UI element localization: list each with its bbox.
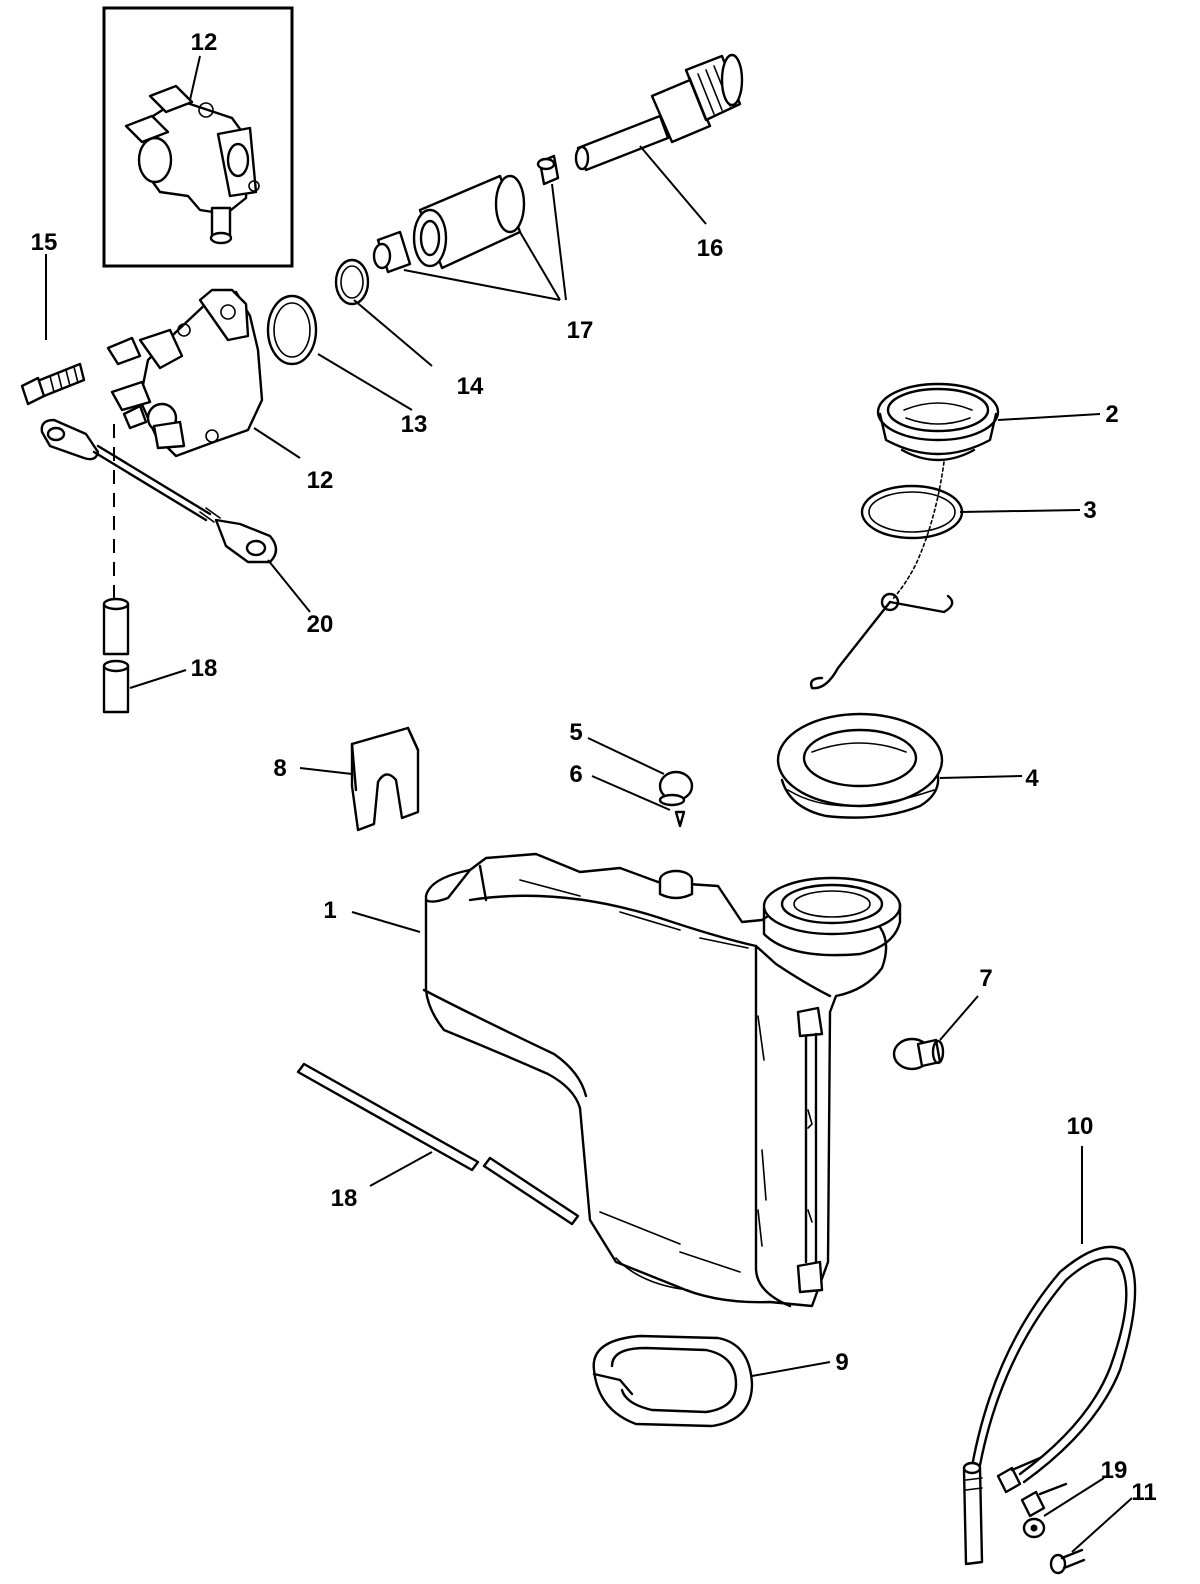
callout-1: 1 <box>323 897 336 924</box>
callout-13: 13 <box>401 411 428 438</box>
callout-18-top: 18 <box>191 655 218 682</box>
link-rod-part <box>40 418 278 564</box>
cap-gasket-part <box>860 484 964 540</box>
vent-cap-part <box>658 770 694 807</box>
callout-12: 12 <box>307 467 334 494</box>
callout-20: 20 <box>307 611 334 638</box>
tube-short-part <box>102 597 130 714</box>
callout-16: 16 <box>697 235 724 262</box>
callout-18-bottom: 18 <box>331 1185 358 1212</box>
callout-19: 19 <box>1101 1457 1128 1484</box>
inset-box-oil-pump <box>102 6 294 268</box>
base-grommet-part <box>592 1334 754 1428</box>
callout-14: 14 <box>457 373 484 400</box>
callout-15: 15 <box>31 229 58 256</box>
callout-6: 6 <box>569 761 582 788</box>
inset-oil-pump-part <box>124 84 260 245</box>
callout-9: 9 <box>835 1349 848 1376</box>
o-ring-13-part <box>266 294 318 366</box>
callout-17: 17 <box>567 317 594 344</box>
pin-part <box>674 810 686 828</box>
bushing-set-part <box>372 154 560 274</box>
callout-5: 5 <box>569 719 582 746</box>
callout-10: 10 <box>1067 1113 1094 1140</box>
callout-8: 8 <box>273 755 286 782</box>
tube-long-part <box>296 1062 580 1226</box>
hold-down-strap-part <box>962 1245 1137 1566</box>
callout-3: 3 <box>1083 497 1096 524</box>
filler-cap-part <box>876 382 1000 462</box>
callout-12-inset: 12 <box>191 29 218 56</box>
filler-grommet-part <box>776 712 944 819</box>
oil-pump-part <box>106 288 264 458</box>
screw-11-part <box>1049 1548 1086 1575</box>
bracket-clip-part <box>350 726 420 832</box>
oil-tank-part <box>422 852 902 1308</box>
callout-11: 11 <box>1131 1479 1156 1506</box>
drive-shaft-gear-part <box>574 53 744 172</box>
washer-14-part <box>334 258 370 306</box>
callout-7: 7 <box>979 965 992 992</box>
callout-2: 2 <box>1105 401 1118 428</box>
screw-part <box>20 362 86 406</box>
cap-retainer-chain-part <box>809 461 954 690</box>
washer-19-part <box>1022 1517 1046 1539</box>
drain-plug-part <box>892 1037 945 1071</box>
callout-4: 4 <box>1025 765 1039 792</box>
